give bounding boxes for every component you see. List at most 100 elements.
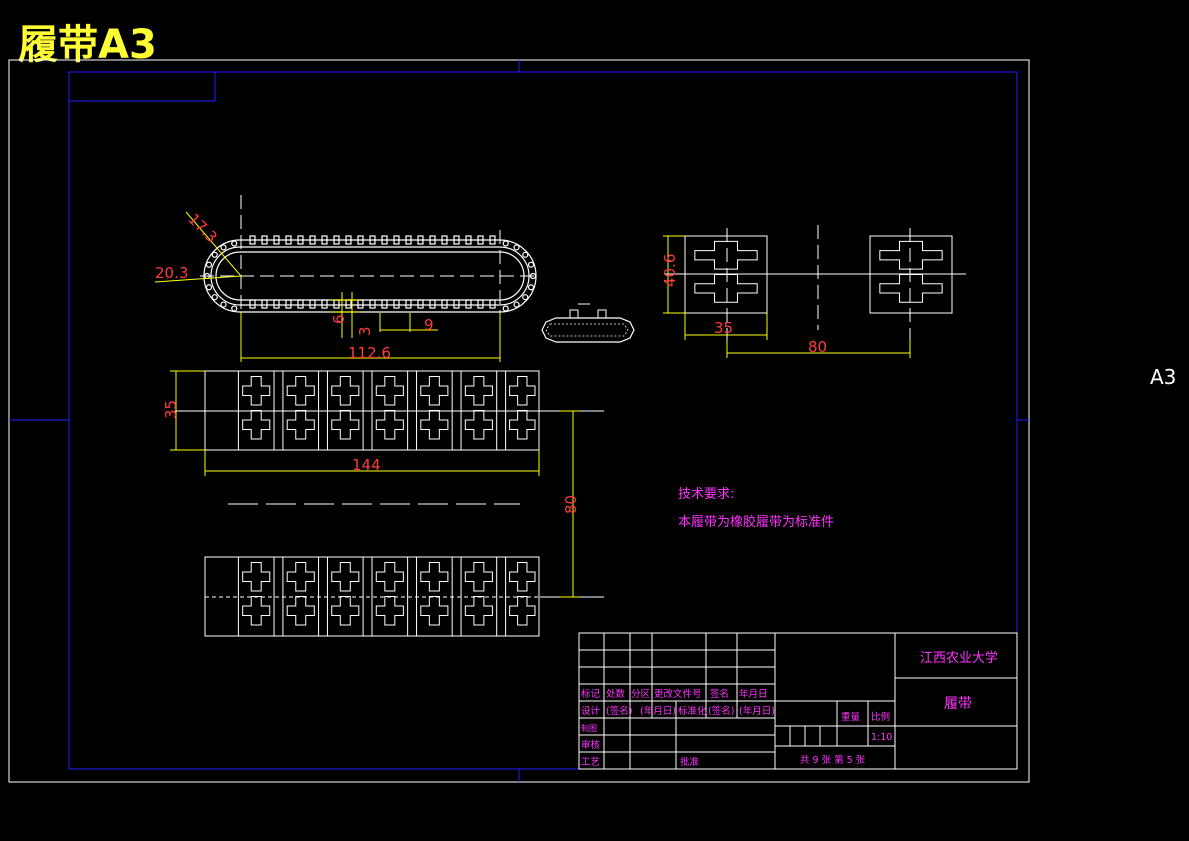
hdr-sign: 签名 (710, 688, 729, 700)
tooth (477, 299, 484, 309)
tooth (261, 235, 268, 245)
tread-cross (331, 376, 360, 406)
radius-inner-label: 20.3 (155, 264, 188, 282)
tooth (405, 235, 412, 245)
tooth (489, 235, 496, 245)
hdr-mark: 标记 (581, 688, 601, 700)
check-label: 审核 (581, 739, 601, 751)
track-side-view: 17.3 20.3 6 3 9 112.6 (154, 195, 540, 362)
tooth (527, 284, 535, 291)
tread-cross (509, 410, 536, 440)
hdr-count: 处数 (606, 688, 626, 700)
tread-cross (331, 562, 360, 592)
tread-cross (242, 410, 271, 440)
draw-label: 制图 (581, 723, 597, 733)
weight-label: 重量 (841, 711, 861, 723)
tread-cross (242, 562, 271, 592)
tooth (502, 240, 509, 247)
tooth (333, 235, 340, 245)
tooth (502, 305, 509, 312)
strip-height-label: 35 (162, 400, 180, 419)
notes-line1: 本履带为橡胶履带为标准件 (678, 514, 834, 530)
code-box (68, 71, 216, 102)
tooth (220, 301, 227, 308)
title-block: 江西农业大学 履带 标记 处数 分区 更改文件号 签名 年月日 设计 (签名) … (578, 632, 1018, 770)
tooth (369, 299, 376, 309)
tooth (205, 284, 213, 291)
tooth-height-label: 6 (330, 314, 348, 324)
tread-cross (286, 410, 315, 440)
tread-cross (242, 596, 271, 626)
block-width-label: 35 (714, 319, 733, 337)
tooth (273, 299, 280, 309)
tooth (522, 294, 529, 301)
tread-cell (460, 556, 498, 637)
tooth (357, 235, 364, 245)
tooth-dim-lines (330, 292, 438, 338)
sheet-size-label: A3 (1150, 365, 1176, 389)
block-centerlines (664, 225, 966, 340)
design-date: (年月日) (640, 705, 676, 717)
strip-length-label: 144 (352, 456, 381, 474)
tooth (297, 235, 304, 245)
tread-cross (375, 596, 404, 626)
tread-cross (331, 596, 360, 626)
tread-cross (286, 562, 315, 592)
hdr-docno: 更改文件号 (654, 688, 702, 700)
standard-sign: (签名) (708, 705, 734, 717)
tread-cell (505, 556, 540, 637)
tread-cross (464, 410, 493, 440)
tooth (381, 299, 388, 309)
tooth (211, 251, 218, 258)
tooth (231, 240, 238, 247)
tread-cell (371, 556, 409, 637)
tooth (441, 299, 448, 309)
hdr-date: 年月日 (739, 688, 768, 700)
tooth (357, 299, 364, 309)
tooth (273, 235, 280, 245)
tooth (231, 305, 238, 312)
tooth (527, 261, 535, 268)
tooth (453, 235, 460, 245)
tread-cross (375, 410, 404, 440)
tooth (453, 299, 460, 309)
tooth (220, 244, 227, 251)
tooth (205, 261, 213, 268)
block-spacing-label: 80 (808, 338, 827, 356)
tooth (321, 235, 328, 245)
tread-cross (420, 410, 449, 440)
tooth (465, 235, 472, 245)
tooth (321, 299, 328, 309)
tooth (345, 235, 352, 245)
scale-value: 1:10 (871, 732, 892, 743)
tooth (513, 301, 520, 308)
outer-frame (8, 59, 1030, 783)
tooth (429, 235, 436, 245)
tread-cross (331, 410, 360, 440)
tread-cross (286, 596, 315, 626)
tread-cross (464, 596, 493, 626)
tread-cell (237, 556, 275, 637)
tread-cross (509, 562, 536, 592)
tooth-pitch-label: 9 (424, 316, 434, 334)
standard-label: 标准化 (678, 705, 707, 717)
strip-spacing-label: 80 (562, 495, 580, 514)
tooth (369, 235, 376, 245)
scale-label: 比例 (871, 711, 890, 723)
tread-cross (879, 274, 943, 303)
notes-heading: 技术要求: (678, 487, 734, 502)
track-length-label: 112.6 (348, 344, 391, 362)
tread-cross (375, 562, 404, 592)
tread-cross (694, 274, 758, 303)
tread-strip-bottom (204, 556, 540, 637)
tread-cross (464, 562, 493, 592)
process-label: 工艺 (581, 757, 600, 768)
tread-cross (420, 376, 449, 406)
radius-outer-label: 17.3 (184, 210, 220, 246)
tooth (522, 251, 529, 258)
block-dim-lines (663, 235, 911, 358)
tread-cross (509, 376, 536, 406)
strip-dim-lines (170, 370, 580, 598)
tooth (381, 235, 388, 245)
